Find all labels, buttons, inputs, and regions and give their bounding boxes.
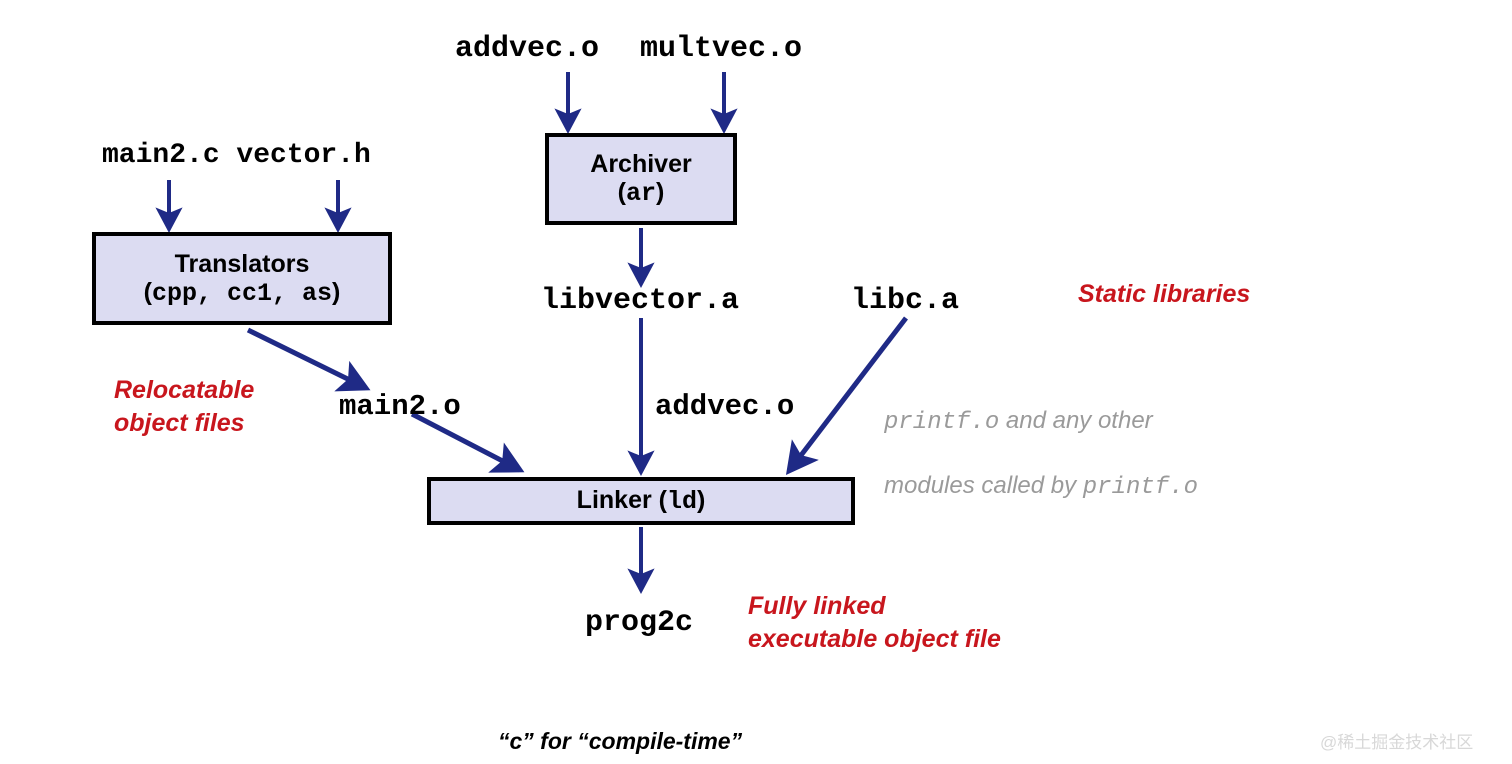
archiver-box-title: Archiver [590,150,692,178]
archiver-box[interactable]: Archiver (ar) [545,133,737,225]
label-main2-o: main2.o [339,390,461,423]
archiver-paren-close: ) [656,178,665,206]
label-libvector-a: libvector.a [541,284,740,318]
annotation-printf-line2: modules called by printf.o [884,470,1198,503]
linker-box-title: Linker (ld) [577,486,706,516]
label-libc-a: libc.a [851,284,960,318]
printf-o-mono-2: printf.o [1082,473,1198,501]
linker-box[interactable]: Linker (ld) [427,477,855,525]
annotation-static-libraries: Static libraries [1078,280,1251,308]
annotation-printf-line1: printf.o and any other [884,405,1198,438]
annotation-relocatable-object-files: Relocatable object files [114,376,255,437]
label-addvec-o: addvec.o [655,390,795,423]
linker-command-name: ld [666,487,697,516]
label-multvec-o-top: multvec.o [640,32,803,66]
translators-box[interactable]: Translators (cpp, cc1, as) [92,232,392,325]
printf-note-rest-2: modules called by [884,471,1083,499]
arrow-translators-to-main2o [246,327,371,392]
annotation-fully-linked-executable: Fully linked executable object file [748,592,1001,653]
translators-command-names: cpp, cc1, as [151,278,333,308]
archiver-command-name: ar [625,179,656,208]
printf-note-rest-1: and any other [999,407,1153,435]
translators-box-commands: (cpp, cc1, as) [144,278,341,308]
bottom-caption: “c” for “compile-time” [498,728,743,754]
printf-o-mono-1: printf.o [884,409,1000,437]
archiver-box-command: (ar) [618,178,665,208]
linker-title-suffix: ) [696,486,706,514]
label-source-files: main2.c vector.h [102,140,371,171]
linker-title-prefix: Linker ( [576,486,667,514]
translators-box-title: Translators [174,249,310,278]
translators-paren-close: ) [332,277,341,306]
label-addvec-o-top: addvec.o [455,32,600,66]
translators-paren-open: ( [143,277,152,306]
label-prog2c: prog2c [585,606,694,640]
watermark: @稀土掘金技术社区 [1320,733,1474,752]
annotation-printf-modules: printf.o and any other modules called by… [884,374,1198,534]
archiver-paren-open: ( [617,178,626,206]
